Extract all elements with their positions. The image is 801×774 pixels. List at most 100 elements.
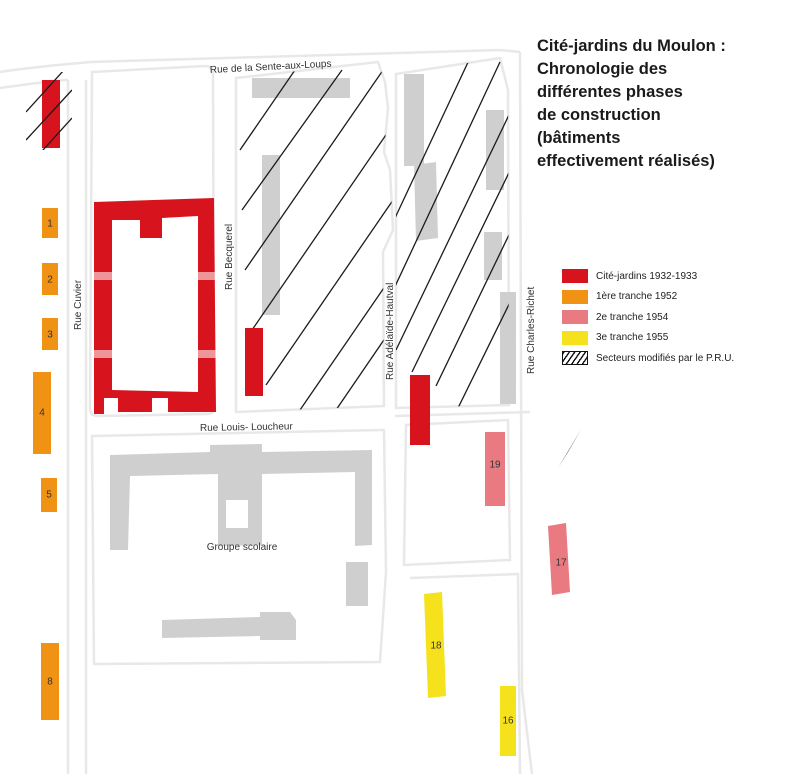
building-19 (485, 432, 505, 506)
building-2 (42, 263, 58, 295)
building-number-4: 4 (39, 408, 45, 419)
title-line-5: (bâtiments (537, 129, 621, 147)
legend-label: 2e tranche 1954 (596, 311, 669, 323)
legend-swatch-pink (562, 310, 588, 324)
building-numbers: 1 2 3 4 5 8 19 17 18 16 (39, 219, 567, 727)
pru-hatch (239, 58, 509, 411)
grey-building-east-2 (484, 232, 502, 280)
pru-hatch-east (396, 58, 509, 408)
grey-building-east-1 (486, 110, 504, 190)
hatch-line-10 (396, 91, 509, 351)
block-south-outline (409, 572, 522, 774)
grey-building-east-3 (500, 292, 516, 404)
legend-item-cite-jardins: Cité-jardins 1932-1933 (562, 266, 797, 286)
building-5 (41, 478, 57, 512)
block-east-outline (394, 56, 511, 410)
hatch-line-12 (435, 211, 509, 387)
building-3 (42, 318, 58, 350)
block-west-outline (88, 64, 216, 418)
red-building-courtyard-wing (148, 210, 160, 238)
legend-item-2e-tranche: 2e tranche 1954 (562, 307, 797, 327)
hatch-line-2 (241, 69, 343, 211)
title-line-2: Chronologie des (537, 60, 668, 78)
legend: Cité-jardins 1932-1933 1ère tranche 1952… (562, 266, 797, 369)
building-number-17: 17 (555, 558, 567, 569)
grey-building-adelaide-1 (404, 74, 424, 166)
title-line-1: Cité-jardins du Moulon : (537, 37, 726, 55)
yellow-buildings (424, 592, 516, 756)
grey-building-school-south (162, 612, 296, 640)
title-line-3: différentes phases (537, 83, 683, 101)
building-number-8: 8 (47, 677, 53, 688)
red-building-break-north (94, 272, 216, 280)
hatch-line-nw-1 (26, 72, 64, 113)
building-number-19: 19 (489, 460, 501, 471)
legend-swatch-hatch (562, 351, 588, 365)
street-label-charles-richet: Rue Charles-Richet (526, 287, 537, 374)
pink-buildings (485, 432, 570, 595)
hatch-line-11 (411, 149, 509, 373)
red-building-adelaide (410, 375, 430, 445)
red-building-breaks (94, 272, 216, 358)
grey-buildings (110, 74, 516, 640)
building-number-1: 1 (47, 219, 53, 230)
street-label-adelaide-hautval: Rue Adélaïde-Hautval (385, 283, 396, 380)
building-number-2: 2 (47, 275, 53, 286)
legend-swatch-red (562, 269, 588, 283)
title-line-4: de construction (537, 106, 661, 124)
street-labels: Rue de la Sente-aux-Loups Rue Cuvier Rue… (73, 59, 537, 553)
red-buildings (42, 80, 430, 445)
legend-swatch-orange (562, 289, 588, 304)
legend-label: Cité-jardins 1932-1933 (596, 270, 698, 282)
hatch-line-1 (239, 69, 296, 151)
building-number-5: 5 (46, 490, 52, 501)
legend-item-1ere-tranche: 1ère tranche 1952 (562, 287, 797, 307)
grey-building-north (252, 78, 350, 98)
hatch-line-nw-2 (26, 89, 72, 141)
title-line-6: effectivement réalisés) (537, 152, 715, 170)
red-building-courtyard-block (94, 198, 216, 414)
hatch-line-9 (396, 61, 501, 311)
building-17 (548, 523, 570, 595)
grey-building-school-annex (346, 562, 368, 606)
building-number-3: 3 (47, 330, 53, 341)
red-building-north-west (42, 80, 60, 148)
legend-item-pru: Secteurs modifiés par le P.R.U. (562, 348, 797, 368)
school-courtyard (226, 500, 248, 528)
street-label-becquerel: Rue Becquerel (224, 224, 235, 290)
road-edge-sente-outer (89, 48, 521, 64)
hatch-line-3 (244, 62, 391, 271)
hatch-line-8 (396, 58, 471, 251)
building-number-18: 18 (430, 641, 442, 652)
legend-swatch-yellow (562, 330, 588, 345)
building-1 (42, 208, 58, 238)
building-18 (424, 592, 446, 698)
building-4 (33, 372, 51, 454)
building-number-16: 16 (502, 716, 514, 727)
red-building-becquerel (245, 328, 263, 396)
block-south-east-outline (402, 418, 512, 567)
road-edge-charles-richet-outer (518, 51, 534, 774)
hatch-line-4 (251, 62, 393, 331)
road-edge-top-left-inner (0, 78, 69, 90)
grey-building-adelaide-2 (414, 162, 438, 241)
block-school-outline (90, 428, 388, 666)
map-title: Cité-jardins du Moulon : Chronologie des… (537, 35, 797, 173)
hatch-line-5 (265, 87, 393, 386)
street-label-cuvier: Rue Cuvier (73, 279, 84, 330)
hatch-line-13 (457, 281, 509, 408)
legend-label: Secteurs modifiés par le P.R.U. (596, 352, 735, 364)
hatch-line-nw-3 (42, 117, 72, 150)
north-arrow-icon (558, 428, 582, 468)
street-label-louis-loucheur: Rue Louis- Loucheur (200, 421, 294, 434)
legend-item-3e-tranche: 3e tranche 1955 (562, 328, 797, 348)
hatch-line-7 (335, 169, 393, 411)
grey-building-becquerel (262, 155, 280, 315)
building-8 (41, 643, 59, 720)
building-16 (500, 686, 516, 756)
road-edge-top-left (0, 60, 91, 74)
road-network (0, 48, 534, 774)
school-building (110, 444, 372, 550)
